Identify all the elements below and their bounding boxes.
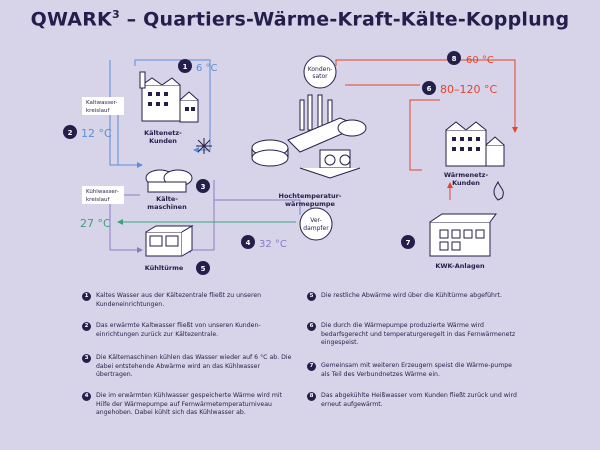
- cooling-towers-label: Kühltürme: [145, 264, 184, 272]
- chiller-icon: [145, 169, 193, 193]
- marker-7: 7: [401, 235, 415, 249]
- kuehlwasser-label-2: kreislauf: [86, 197, 110, 203]
- legend-item-6: 6 Die durch die Wärmepumpe produzierte Wä…: [307, 322, 517, 348]
- marker-5-num: 5: [201, 265, 206, 273]
- heat-pump-label-2: wärmepumpe: [285, 200, 335, 208]
- legend-text-8: Das abgekühlte Heißwasser vom Kunden fli…: [321, 392, 517, 408]
- cold-customers-building-icon: [139, 71, 199, 123]
- title-rest: – Quartiers-Wärme-Kraft-Kälte-Kopplung: [119, 8, 570, 31]
- legend-num-5: 5: [307, 292, 316, 301]
- marker-2-temp: 12 °C: [81, 127, 112, 140]
- page-title: QWARK3 – Quartiers-Wärme-Kraft-Kälte-Kop…: [0, 8, 600, 30]
- heat-customers-label-1: Wärmenetz-: [444, 171, 489, 179]
- legend-text-4: Die im erwärmten Kühlwasser gespeicherte…: [96, 392, 283, 417]
- marker-3-num: 3: [201, 183, 206, 191]
- marker-6: 6 80–120 °C: [422, 81, 497, 96]
- legend-num-6: 6: [307, 322, 316, 331]
- kaltwasser-label-2: kreislauf: [86, 108, 110, 114]
- legend-item-8: 8 Das abgekühlte Heißwasser vom Kunden fl…: [307, 392, 517, 409]
- legend-num-4: 4: [82, 392, 91, 401]
- legend-item-4: 4 Die im erwärmten Kühlwasser gespeichert…: [82, 392, 292, 418]
- legend-item-1: 1 Kaltes Wasser aus der Kältezentrale fli…: [82, 292, 292, 309]
- cold-customers-label-1: Kältenetz-: [144, 129, 182, 137]
- marker-6-num: 6: [427, 85, 432, 93]
- legend-num-1: 1: [82, 292, 91, 301]
- legend-text-7: Gemeinsam mit weiteren Erzeugern speist …: [321, 362, 512, 378]
- marker-4: 4 32 °C: [241, 235, 287, 250]
- kwk-plants-label: KWK-Anlagen: [435, 262, 485, 270]
- marker-8-num: 8: [452, 55, 457, 63]
- cold-customers-label-2: Kunden: [149, 137, 177, 145]
- marker-1: 1 6 °C: [178, 59, 218, 74]
- title-sup: 3: [111, 8, 120, 21]
- kuehlwasser-label-1: Kühlwasser-: [86, 189, 119, 195]
- flame-icon: [493, 180, 504, 201]
- marker-2-num: 2: [68, 129, 73, 137]
- kwk-plants-icon: [429, 213, 497, 257]
- marker-2: 2 12 °C: [63, 125, 112, 140]
- legend-item-5: 5 Die restliche Abwärme wird über die Küh…: [307, 292, 517, 301]
- marker-7-num: 7: [406, 239, 411, 247]
- legend-text-1: Kaltes Wasser aus der Kältezentrale flie…: [96, 292, 262, 308]
- legend-text-2: Das erwärmte Kaltwasser fließt von unser…: [96, 322, 261, 338]
- marker-1-num: 1: [183, 63, 188, 71]
- kaltwasser-label-1: Kaltwasser-: [86, 100, 117, 106]
- marker-3: 3: [196, 179, 210, 193]
- marker-4-temp: 32 °C: [259, 239, 287, 250]
- legend-item-2: 2 Das erwärmte Kaltwasser fließt von unse…: [82, 322, 292, 339]
- legend: 1 Kaltes Wasser aus der Kältezentrale fli…: [82, 292, 582, 442]
- marker-5: 5: [196, 261, 210, 275]
- kaltwasser-label-box: Kaltwasser- kreislauf: [82, 97, 124, 115]
- legend-item-3: 3 Die Kältemaschinen kühlen das Wasser wi…: [82, 354, 292, 380]
- marker-8-temp: 60 °C: [466, 55, 494, 66]
- legend-text-5: Die restliche Abwärme wird über die Kühl…: [321, 292, 502, 299]
- condenser-node: Konden- sator: [303, 55, 337, 89]
- legend-text-6: Die durch die Wärmepumpe produzierte Wär…: [321, 322, 516, 347]
- marker-1-temp: 6 °C: [196, 63, 218, 74]
- legend-num-7: 7: [307, 362, 316, 371]
- legend-item-7: 7 Gemeinsam mit weiteren Erzeugern speist…: [307, 362, 517, 379]
- snowflake-icon: [196, 138, 212, 154]
- cold-water-loop: [109, 59, 211, 168]
- heat-pump-label-1: Hochtemperatur-: [279, 192, 342, 200]
- cooling-water-loop: [109, 180, 301, 253]
- evaporator-label-1: Ver-: [310, 217, 322, 224]
- heat-pump-icon: [251, 94, 367, 179]
- title-main: QWARK: [30, 8, 112, 31]
- heat-customers-building-icon: [445, 121, 505, 167]
- marker-8: 8 60 °C: [447, 51, 494, 66]
- heat-loop: [335, 59, 518, 200]
- condenser-label-2: sator: [312, 73, 328, 80]
- legend-num-2: 2: [82, 322, 91, 331]
- cooling-towers-icon: [145, 225, 194, 257]
- evaporator-node: Ver- dampfer: [299, 207, 333, 241]
- chillers-label-2: maschinen: [147, 203, 187, 211]
- legend-num-8: 8: [307, 392, 316, 401]
- kuehlwasser-label-box: Kühlwasser- kreislauf: [82, 186, 124, 204]
- heat-customers-label-2: Kunden: [452, 179, 480, 187]
- condenser-label-1: Konden-: [308, 66, 333, 73]
- evaporator-label-2: dampfer: [303, 225, 329, 232]
- legend-num-3: 3: [82, 354, 91, 363]
- marker-4-num: 4: [246, 239, 251, 247]
- marker-6-temp: 80–120 °C: [440, 83, 497, 96]
- chillers-label-1: Kälte-: [156, 195, 178, 203]
- legend-text-3: Die Kältemaschinen kühlen das Wasser wie…: [96, 354, 292, 379]
- temp-27-label: 27 °C: [80, 217, 111, 230]
